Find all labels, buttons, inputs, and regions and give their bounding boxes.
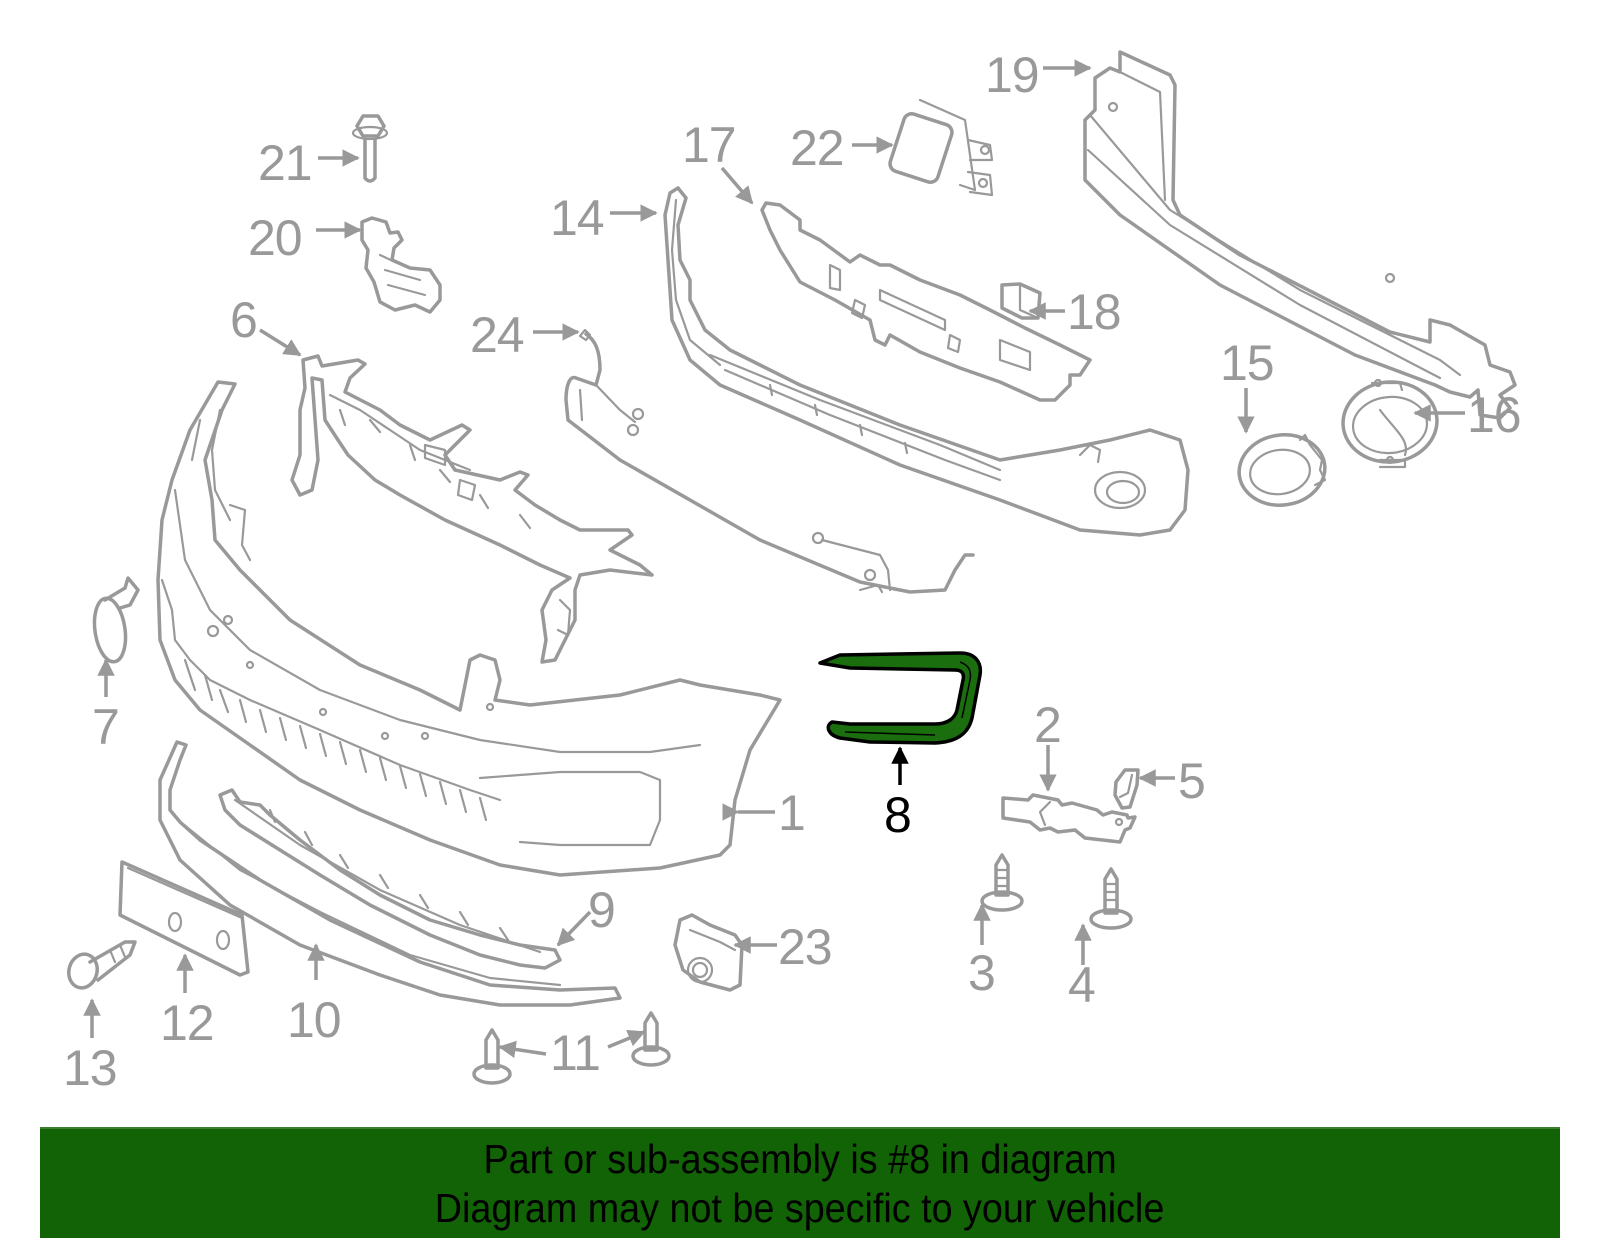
callout-2[interactable]: 2 [1034,697,1062,753]
callout-22[interactable]: 22 [790,120,845,176]
callout-16[interactable]: 16 [1467,387,1522,443]
part-24-wiring-harness[interactable] [564,328,975,594]
part-3-screw[interactable] [980,853,1024,912]
callout-5[interactable]: 5 [1178,753,1206,809]
callout-9[interactable]: 9 [588,882,616,938]
callout-11[interactable]: 11 [550,1025,601,1081]
part-21-bolt[interactable] [351,114,389,183]
callout-19[interactable]: 19 [985,47,1040,103]
info-banner: Part or sub-assembly is #8 in diagram Di… [40,1127,1560,1238]
callout-23[interactable]: 23 [778,919,833,975]
part-18-pad[interactable] [1000,282,1042,320]
callout-24[interactable]: 24 [470,307,525,363]
part-12-license-plate-bracket[interactable] [118,860,250,977]
leader-arrows [83,59,1465,1059]
callout-1[interactable]: 1 [778,785,806,841]
part-23-park-sensor[interactable] [673,913,744,992]
part-11-screws[interactable] [472,1011,671,1085]
callout-18[interactable]: 18 [1067,284,1122,340]
callout-21[interactable]: 21 [258,135,313,191]
part-15-fog-lamp[interactable] [1235,429,1330,510]
callout-3[interactable]: 3 [968,945,996,1001]
part-6-upper-bracket[interactable] [290,354,654,664]
part-20-side-bracket[interactable] [360,216,442,314]
callout-20[interactable]: 20 [248,210,303,266]
banner-disclaimer: Diagram may not be specific to your vehi… [435,1184,1165,1231]
part-2-bracket[interactable] [1001,793,1137,844]
part-19-reinforcement-beam[interactable] [1083,50,1517,420]
callout-8-highlighted[interactable]: 8 [884,787,912,843]
part-4-screw[interactable] [1089,867,1133,930]
callout-17[interactable]: 17 [682,117,737,173]
callout-12[interactable]: 12 [160,995,215,1051]
part-8-fog-lamp-trim-highlighted[interactable] [818,651,983,745]
part-10-lower-spoiler[interactable] [158,740,622,1007]
part-22-radar-sensor[interactable] [888,98,994,197]
callout-14[interactable]: 14 [550,190,605,246]
part-7-tow-hook-cover[interactable] [91,576,140,664]
part-14-lower-grille[interactable] [663,186,1190,537]
banner-part-notice: Part or sub-assembly is #8 in diagram [483,1135,1117,1182]
callout-13[interactable]: 13 [63,1040,118,1096]
part-17-energy-absorber[interactable] [760,201,1092,402]
part-16-fog-lamp-bezel[interactable] [1340,378,1441,469]
part-13-license-screw[interactable] [65,940,137,991]
part-1-bumper-cover[interactable] [156,380,782,877]
callout-7[interactable]: 7 [92,699,120,755]
callout-6[interactable]: 6 [230,292,258,348]
part-9-lower-grille-molding[interactable] [218,788,562,970]
part-5-clip[interactable] [1113,768,1140,810]
callout-4[interactable]: 4 [1068,957,1096,1013]
callout-10[interactable]: 10 [287,992,342,1048]
callout-15[interactable]: 15 [1220,335,1275,391]
